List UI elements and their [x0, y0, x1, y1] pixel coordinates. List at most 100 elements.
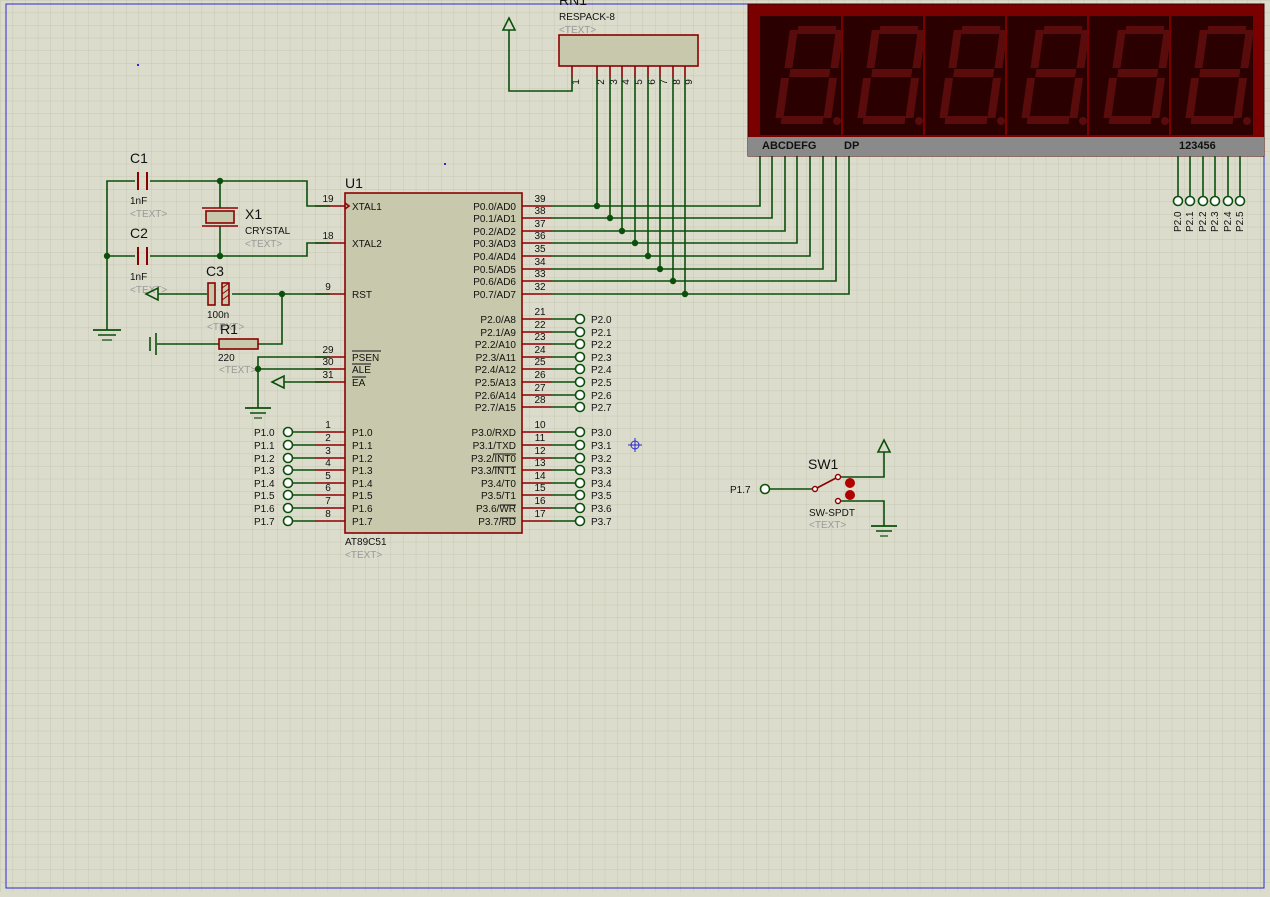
- p1-terminal[interactable]: [282, 426, 294, 438]
- p3-terminal[interactable]: [574, 502, 586, 514]
- u1-text: <TEXT>: [345, 550, 382, 561]
- p3-terminal[interactable]: [574, 426, 586, 438]
- p2-terminal-label: P2.2: [591, 340, 612, 351]
- x1-value: CRYSTAL: [245, 226, 291, 237]
- u1-pin-label: P2.2/A10: [475, 340, 517, 351]
- sw1-switch[interactable]: SW1 SW-SPDT <TEXT> P1.7: [730, 438, 897, 537]
- digit-terminal[interactable]: [1172, 195, 1184, 207]
- port2-terminals: P2.0P2.1P2.2P2.3P2.4P2.5P2.6P2.7: [552, 313, 612, 414]
- u1-pin-number: 31: [322, 370, 334, 381]
- p1-terminal[interactable]: [282, 477, 294, 489]
- p2-terminal-label: P2.1: [591, 328, 612, 339]
- rn1-pin-number: 8: [672, 79, 683, 85]
- u1-pin-number: 26: [534, 370, 546, 381]
- rn1-body: [558, 34, 699, 67]
- p1-terminal-label: P1.1: [254, 441, 275, 452]
- c2-text: <TEXT>: [130, 285, 167, 296]
- p2-terminal[interactable]: [574, 338, 586, 350]
- u1-pin-label: P3.5/T1: [481, 491, 516, 502]
- u1-pin-number: 15: [534, 483, 546, 494]
- p3-terminal[interactable]: [574, 439, 586, 451]
- p1-terminal[interactable]: [282, 489, 294, 501]
- u1-pin-number: 28: [534, 395, 546, 406]
- wire-junction: [644, 252, 652, 260]
- p2-terminal[interactable]: [574, 363, 586, 375]
- digit: [1169, 16, 1254, 135]
- x1-crystal[interactable]: X1 CRYSTAL <TEXT>: [202, 206, 291, 250]
- c3-capacitor[interactable]: C3 100n <TEXT>: [206, 263, 244, 333]
- p3-terminal[interactable]: [574, 515, 586, 527]
- sw1-ref: SW1: [808, 456, 839, 472]
- p2-terminal[interactable]: [574, 401, 586, 413]
- p3-terminal[interactable]: [574, 464, 586, 476]
- c2-capacitor[interactable]: C2 1nF <TEXT>: [130, 225, 167, 296]
- p1-terminal[interactable]: [282, 452, 294, 464]
- x1-text: <TEXT>: [245, 239, 282, 250]
- digit: [923, 16, 1008, 135]
- segment-wire: [552, 156, 786, 232]
- sw1-input-label: P1.7: [730, 485, 751, 496]
- rn1-pin-number: 1: [571, 79, 582, 85]
- sw1-up-button[interactable]: [845, 478, 855, 488]
- c2-value: 1nF: [130, 272, 147, 283]
- p1-terminal-label: P1.2: [254, 454, 275, 465]
- p2-terminal[interactable]: [574, 326, 586, 338]
- port3-terminals: P3.0P3.1P3.2P3.3P3.4P3.5P3.6P3.7: [552, 426, 612, 528]
- p2-terminal[interactable]: [574, 389, 586, 401]
- u1-pin-number: 16: [534, 496, 546, 507]
- p2-terminal-label: P2.3: [591, 353, 612, 364]
- digit-terminal[interactable]: [1222, 195, 1234, 207]
- u1-pin-label: P1.1: [352, 441, 373, 452]
- r1-resistor[interactable]: R1 220 <TEXT>: [218, 321, 259, 376]
- u1-pin-label: PSEN: [352, 353, 379, 364]
- u1-microcontroller[interactable]: U1 AT89C51 <TEXT> 19XTAL118XTAL29RST29PS…: [315, 175, 552, 561]
- digit-terminal[interactable]: [1234, 195, 1246, 207]
- c3-value: 100n: [207, 310, 229, 321]
- digit-terminal[interactable]: [1184, 195, 1196, 207]
- u1-pin-label: P3.3/INT1: [471, 466, 516, 477]
- p1-terminal-label: P1.4: [254, 479, 275, 490]
- p1-terminal[interactable]: [282, 515, 294, 527]
- u1-pin-number: 1: [325, 420, 331, 431]
- sw1-part: SW-SPDT: [809, 508, 855, 519]
- battery-source-icon: [149, 333, 157, 355]
- p2-terminal[interactable]: [574, 313, 586, 325]
- p3-terminal[interactable]: [574, 477, 586, 489]
- p2-terminal-label: P2.7: [591, 403, 612, 414]
- wire-junction: [631, 239, 639, 247]
- p3-terminal[interactable]: [574, 489, 586, 501]
- u1-pin-number: 7: [325, 496, 331, 507]
- digit-label: 123456: [1179, 140, 1216, 152]
- sw1-input-terminal[interactable]: [759, 483, 771, 495]
- u1-pin-number: 3: [325, 446, 331, 457]
- p2-terminal-label: P2.0: [591, 315, 612, 326]
- p1-terminal[interactable]: [282, 464, 294, 476]
- sw1-down-button[interactable]: [845, 490, 855, 500]
- p3-terminal[interactable]: [574, 452, 586, 464]
- p1-terminal-label: P1.3: [254, 466, 275, 477]
- digit-terminal-label: P2.1: [1185, 211, 1196, 232]
- p1-terminal[interactable]: [282, 439, 294, 451]
- c1-capacitor[interactable]: C1 1nF <TEXT>: [130, 150, 167, 220]
- grid-marker: [444, 163, 446, 165]
- u1-pin-number: 23: [534, 332, 546, 343]
- c3-ref: C3: [206, 263, 224, 279]
- p2-terminal[interactable]: [574, 351, 586, 363]
- p2-terminal[interactable]: [574, 376, 586, 388]
- u1-pin-label: P0.3/AD3: [473, 239, 516, 250]
- digit-terminal[interactable]: [1197, 195, 1209, 207]
- c3-text: <TEXT>: [207, 322, 244, 333]
- u1-pin-number: 30: [322, 357, 334, 368]
- p1-terminal[interactable]: [282, 502, 294, 514]
- u1-pin-number: 25: [534, 357, 546, 368]
- u1-pin-label: P2.0/A8: [480, 315, 516, 326]
- digit-terminal[interactable]: [1209, 195, 1221, 207]
- c1-value: 1nF: [130, 196, 147, 207]
- u1-pin-label: P1.4: [352, 479, 373, 490]
- xtal1-clock-mark: [344, 202, 351, 210]
- u1-pin-number: 2: [325, 433, 331, 444]
